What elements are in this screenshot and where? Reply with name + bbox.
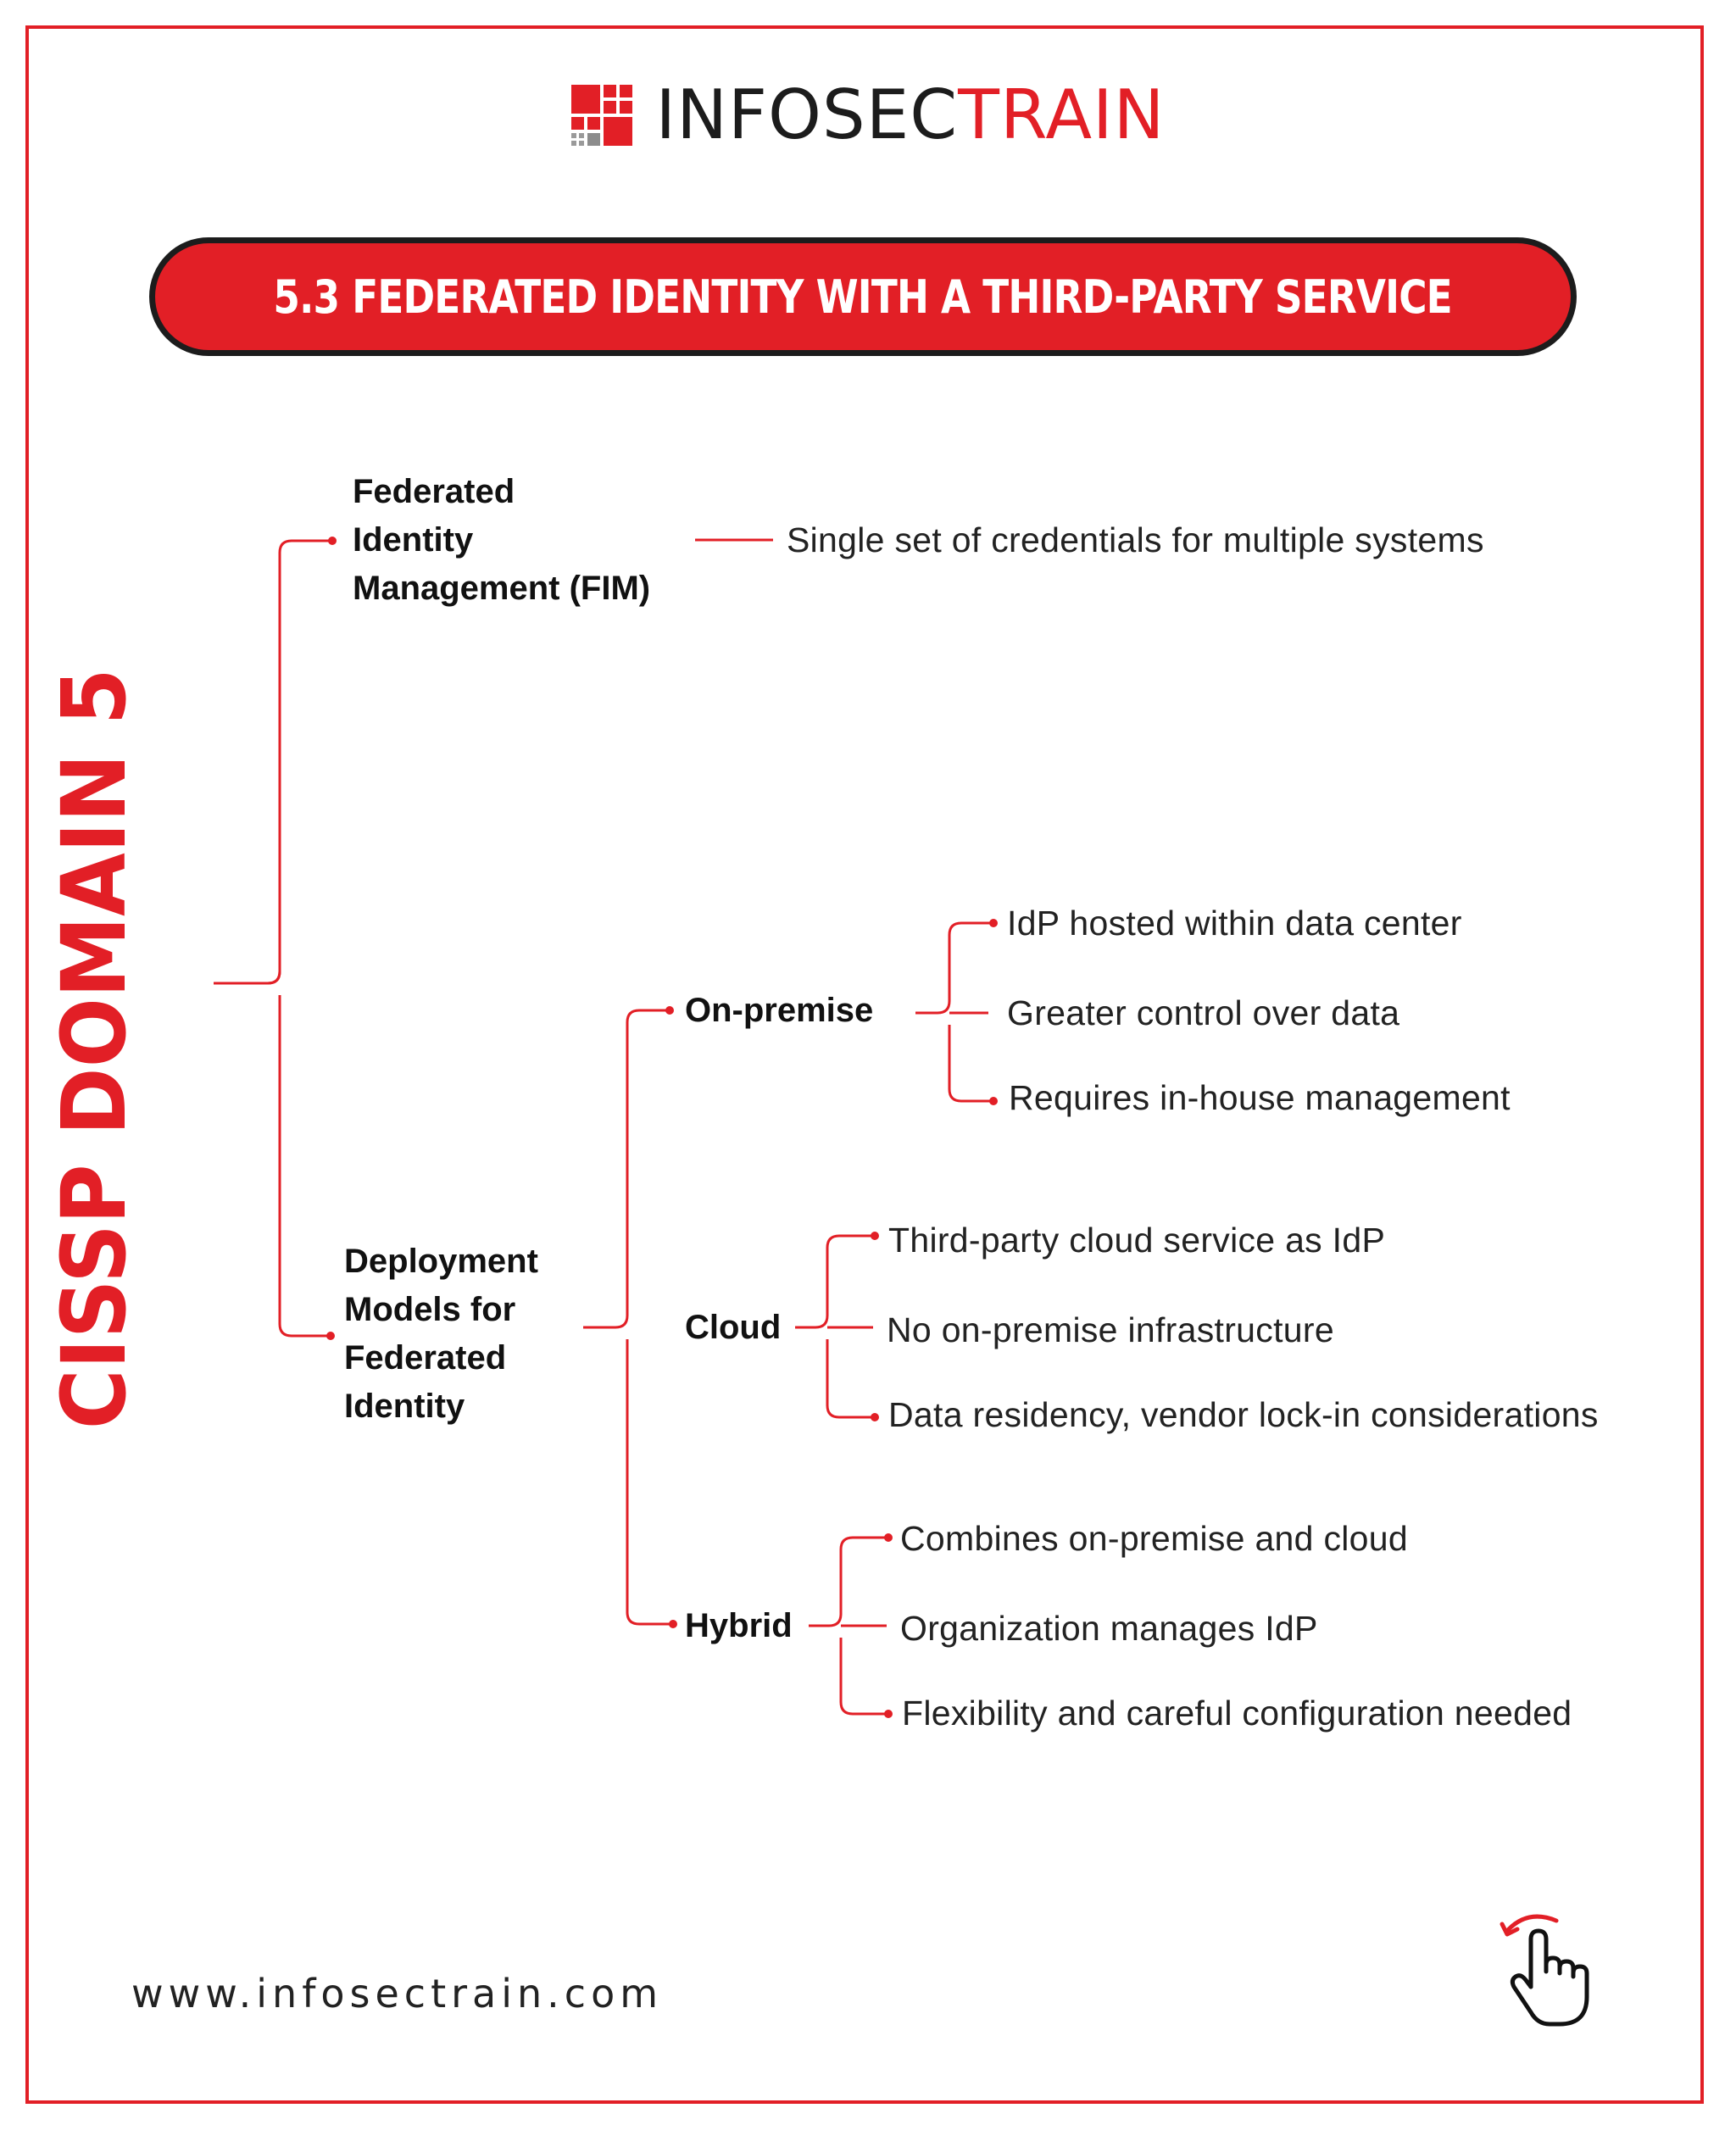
fim-label-line: Identity <box>353 521 474 559</box>
fim-description: Single set of credentials for multiple s… <box>787 520 1484 559</box>
deployment-label-line: Deployment <box>344 1243 538 1280</box>
fim-label-line: Management (FIM) <box>353 570 651 607</box>
model-on-premise: On-premise <box>685 992 874 1029</box>
deployment-label-line: Identity <box>344 1388 465 1425</box>
page-frame <box>25 25 1704 2104</box>
on-premise-point: Greater control over data <box>1007 993 1400 1032</box>
brand-name: INFOSECTRAIN <box>655 75 1166 154</box>
infosectrain-logo-icon <box>570 85 632 146</box>
hybrid-point: Flexibility and careful configuration ne… <box>902 1694 1572 1733</box>
on-premise-point: IdP hosted within data center <box>1007 904 1462 943</box>
cloud-point: No on-premise infrastructure <box>887 1310 1334 1349</box>
fim-node: Federated Identity Management (FIM) <box>353 468 650 613</box>
cloud-point: Data residency, vendor lock-in considera… <box>888 1395 1599 1434</box>
hand-click-icon <box>1500 1914 1589 2027</box>
deployment-label-line: Federated <box>344 1339 507 1377</box>
deployment-label-line: Models for <box>344 1291 516 1328</box>
hybrid-point: Combines on-premise and cloud <box>900 1519 1408 1558</box>
hybrid-point: Organization manages IdP <box>900 1609 1318 1648</box>
model-hybrid: Hybrid <box>685 1607 793 1644</box>
cloud-point: Third-party cloud service as IdP <box>888 1221 1386 1260</box>
model-cloud: Cloud <box>685 1309 782 1346</box>
header-banner: 5.3 FEDERATED IDENTITY WITH A THIRD-PART… <box>149 237 1577 356</box>
page-title: 5.3 FEDERATED IDENTITY WITH A THIRD-PART… <box>273 270 1453 324</box>
deployment-node: Deployment Models for Federated Identity <box>344 1238 538 1431</box>
on-premise-point: Requires in-house management <box>1009 1078 1511 1117</box>
website-link[interactable]: www.infosectrain.com <box>131 1971 664 2016</box>
brand-logo: INFOSECTRAIN <box>0 81 1736 149</box>
fim-label-line: Federated <box>353 473 515 510</box>
